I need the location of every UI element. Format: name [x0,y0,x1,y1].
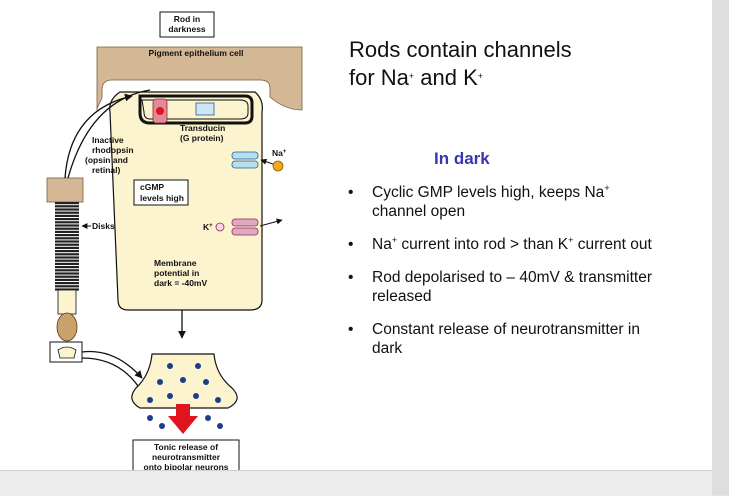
bullet-list: • Cyclic GMP levels high, keeps Na+ chan… [346,183,666,372]
membrane-label-1: Membrane [154,258,197,268]
zoom-arrow-bottom [81,350,143,379]
disk [55,253,79,256]
bullet-item: • Na+ current into rod > than K+ current… [348,235,652,254]
membrane-label-2: potential in [154,268,199,278]
inactive-label-3: (opsin and [85,155,128,165]
disk [55,211,79,214]
tonic-label-3: onto bipolar neurons [144,462,229,470]
disk-membrane [138,94,254,125]
disk [55,262,79,265]
disk [55,234,79,237]
disk [55,205,79,208]
pigment-epithelium [96,46,303,111]
disk [55,243,79,246]
bullet-item: • Rod depolarised to – 40mV & transmitte… [348,269,652,305]
tonic-label-2: neurotransmitter [152,452,221,462]
bottom-bar [0,470,712,496]
disk [55,256,79,259]
disk [55,240,79,243]
transducin-label-2: (G protein) [180,133,224,143]
disk [55,272,79,275]
title-sup-1: + [408,71,415,81]
rod-label-box [159,11,215,38]
disk [55,285,79,288]
slide: Rod in darkness Pigment epithelium cell … [0,0,712,470]
tonic-box [132,439,240,470]
scrollbar-track[interactable] [712,0,729,495]
disk [55,214,79,217]
inactive-label-2: rhodopsin [92,145,134,155]
k-label: K+ [203,222,213,232]
title-sup-2: + [477,71,484,81]
rod-inner [57,289,77,315]
cgmp-label-1: cGMP [140,182,164,192]
disk [55,282,79,285]
disk [55,224,79,227]
cgmp-box [133,179,189,206]
membrane-label-3: dark = -40mV [154,278,207,288]
slide-title: Rods contain channels for Na+ and K+ [349,36,572,92]
k-channel-icon [231,218,259,227]
rod-label-line1: Rod in [174,14,200,24]
bullet-dot: • [348,269,354,286]
na-ion-icon [272,160,284,172]
disk [55,227,79,230]
pigment-label: Pigment epithelium cell [149,48,244,58]
inactive-label-4: retinal) [92,165,121,175]
disk [55,250,79,253]
k-ion-icon [215,222,225,232]
na-label: Na+ [272,148,287,158]
transducin-label-1: Transducin [180,123,225,133]
disk-stack [55,202,79,291]
disk [55,259,79,262]
disk [55,275,79,278]
disk [55,278,79,281]
rod-diagram: Rod in darkness Pigment epithelium cell … [46,11,303,470]
na-channel-icon [231,151,259,160]
rod-cap [46,177,84,203]
title-line-1: Rods contain channels [349,37,572,62]
disk [55,246,79,249]
disk [55,230,79,233]
bullet-item: • Constant release of neurotransmitter i… [348,321,640,357]
subheading: In dark [434,149,490,168]
vesicles [147,363,223,429]
disk [55,221,79,224]
cgmp-label-2: levels high [140,193,184,203]
disk [55,288,79,291]
bullet-dot: • [348,184,354,201]
bullet-dot: • [348,236,354,253]
tonic-label-1: Tonic release of [154,442,218,452]
transducin-icon [195,102,215,116]
disk [55,266,79,269]
zoom-arrow-top [64,93,133,179]
title-line-2: for Na [349,65,409,90]
rod-label-line2: darkness [168,24,206,34]
disk [55,218,79,221]
disk [55,208,79,211]
disks-label: Disks [92,221,115,231]
bullet-item: • Cyclic GMP levels high, keeps Na+ chan… [348,183,610,221]
title-mid: and K [414,65,478,90]
disk [55,237,79,240]
inactive-label-1: Inactive [92,135,124,145]
bullet-dot: • [348,321,354,338]
release-arrow [168,404,198,434]
rod-nucleus [56,312,78,342]
disk [55,269,79,272]
disk [55,202,79,205]
